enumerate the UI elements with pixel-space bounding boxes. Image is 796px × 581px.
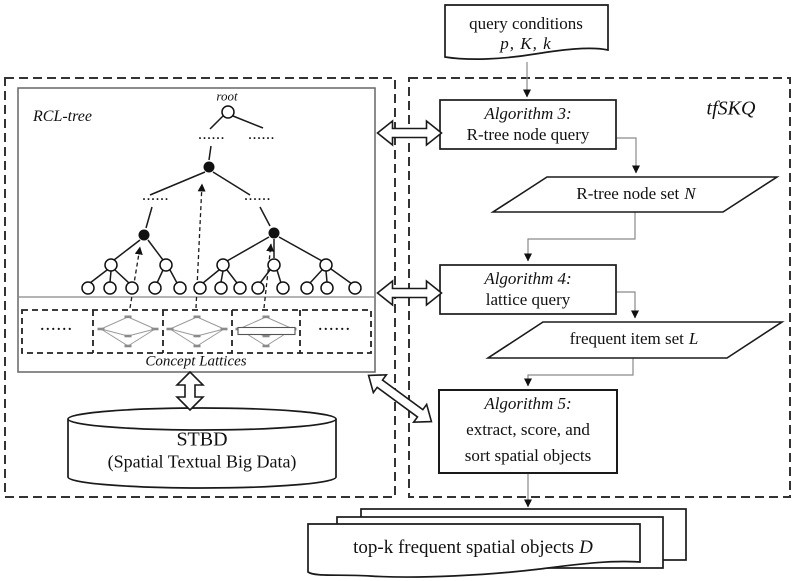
root-label: root — [216, 88, 238, 104]
right-panel-border — [408, 77, 791, 498]
frequent-item-set-text: frequent item set — [569, 329, 684, 349]
tree-dots-level3-right: ...... — [244, 188, 272, 203]
algorithm5-line2: extract, score, and — [466, 420, 590, 440]
algorithm4-subtitle: lattice query — [485, 290, 571, 310]
tree-dots-level2-right: ...... — [248, 127, 276, 142]
query-doc-symbols: p, K, k — [500, 34, 552, 54]
algorithm3-box — [439, 99, 617, 150]
algorithm4-box — [439, 264, 617, 315]
stbd-title: STBD — [176, 428, 228, 451]
algorithm5-title: Algorithm 5: — [484, 394, 572, 414]
query-doc-line1: query conditions — [469, 14, 583, 34]
concept-lattices-label: Concept Lattices — [145, 353, 247, 370]
output-doc-stack — [307, 508, 687, 578]
double-arrow-rcltree-algorithm4 — [376, 279, 443, 307]
concept-lattice-strip — [21, 309, 372, 354]
algorithm3-title: Algorithm 3: — [484, 104, 572, 124]
tree-open-nodes — [81, 105, 362, 295]
double-arrow-lattice-algorithm5 — [367, 373, 433, 424]
rcl-tree-box — [17, 87, 376, 373]
tree-filled-nodes — [138, 161, 280, 241]
lattice-to-node-arrows — [129, 183, 275, 309]
output-doc-symbol: D — [579, 537, 593, 559]
algorithm4-title: Algorithm 4: — [484, 269, 572, 289]
rcl-tree-label: RCL-tree — [33, 108, 92, 125]
double-arrow-rcltree-algorithm3 — [376, 119, 443, 147]
algorithm3-subtitle: R-tree node query — [466, 125, 590, 145]
frequent-item-set-shape — [485, 321, 785, 359]
tree-dots-level3-left: ...... — [142, 188, 170, 203]
frequent-item-set-symbol: L — [688, 329, 699, 349]
lattice-dots-right: ...... — [318, 319, 352, 335]
double-arrows — [175, 119, 443, 424]
rtree-node-set-symbol: N — [684, 184, 696, 204]
left-panel-border — [4, 77, 396, 498]
stbd-cylinder — [67, 407, 337, 489]
tree-dots-level2-left: ...... — [198, 127, 226, 142]
lattice-dots-left: ...... — [40, 319, 74, 335]
flow-connectors — [523, 62, 640, 508]
algorithm5-line3: sort spatial objects — [464, 446, 592, 466]
lattice-motifs — [97, 315, 297, 348]
rtree-node-set-shape — [490, 176, 780, 213]
double-arrow-lattice-stbd — [175, 370, 205, 412]
output-doc-text: top-k frequent spatial objects — [353, 537, 575, 559]
tree-edges — [89, 115, 353, 285]
stbd-subtitle: (Spatial Textual Big Data) — [107, 451, 297, 472]
rtree-node-set-text: R-tree node set — [576, 184, 680, 204]
query-doc-shape — [444, 4, 609, 60]
algorithm5-box — [438, 389, 618, 474]
tfskq-title: tfSKQ — [706, 97, 756, 120]
